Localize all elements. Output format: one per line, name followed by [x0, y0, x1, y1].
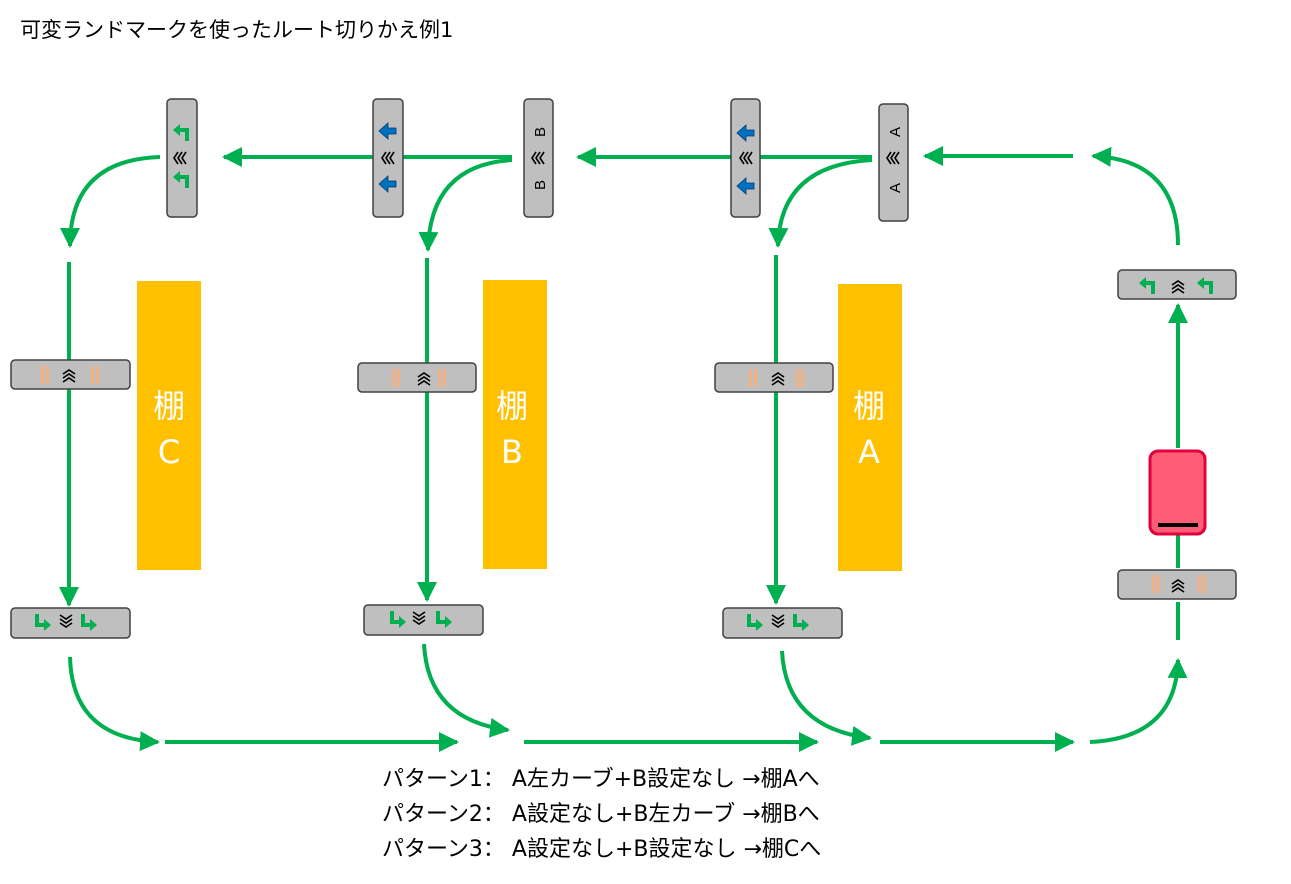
- pattern-2: パターン2： A設定なし+B左カーブ →棚Bへ: [382, 802, 820, 827]
- marker-b-letter-bottom: B: [532, 180, 549, 190]
- shelf-a-name: 棚: [852, 387, 885, 425]
- stop-marker-b: [357, 362, 477, 393]
- turn-marker-bottom-b: [363, 604, 484, 636]
- page-title: 可変ランドマークを使ったルート切りかえ例1: [20, 18, 454, 42]
- shelf-a-letter: A: [858, 433, 880, 471]
- turn-marker-bottom-a: [722, 607, 843, 639]
- stop-marker-a: [714, 362, 834, 393]
- pattern-1: パターン1： A左カーブ+B設定なし →棚Aへ: [382, 767, 820, 792]
- stop-marker-right: [1117, 569, 1237, 600]
- marker-b-letter-top: B: [532, 127, 549, 137]
- pattern-legend: パターン1： A左カーブ+B設定なし →棚Aへ パターン2： A設定なし+B左カ…: [382, 762, 821, 867]
- shelf-b-name: 棚: [495, 387, 528, 425]
- shelf-c-letter: C: [157, 433, 181, 471]
- pattern-3: パターン3： A設定なし+B設定なし →棚Cへ: [382, 837, 822, 862]
- straight-marker-1: [372, 98, 404, 218]
- marker-a-letter-top: A: [887, 127, 904, 137]
- turn-marker-right: [1117, 269, 1237, 300]
- shelf-c-name: 棚: [152, 387, 185, 425]
- route-lines: [59, 146, 1188, 752]
- turn-marker-bottom-c: [10, 607, 131, 639]
- straight-marker-2: [730, 98, 761, 218]
- stop-marker-c: [10, 359, 131, 390]
- turn-marker-c: [166, 98, 198, 218]
- shelf-b: [483, 280, 547, 569]
- shelf-b-letter: B: [501, 433, 523, 471]
- shelf-c: [137, 281, 201, 570]
- agv-icon: [1148, 449, 1207, 536]
- marker-a-letter-bottom: A: [887, 183, 904, 193]
- variable-marker-a: A A: [878, 103, 909, 222]
- variable-marker-b: B B: [523, 98, 554, 218]
- shelf-a: [838, 284, 902, 571]
